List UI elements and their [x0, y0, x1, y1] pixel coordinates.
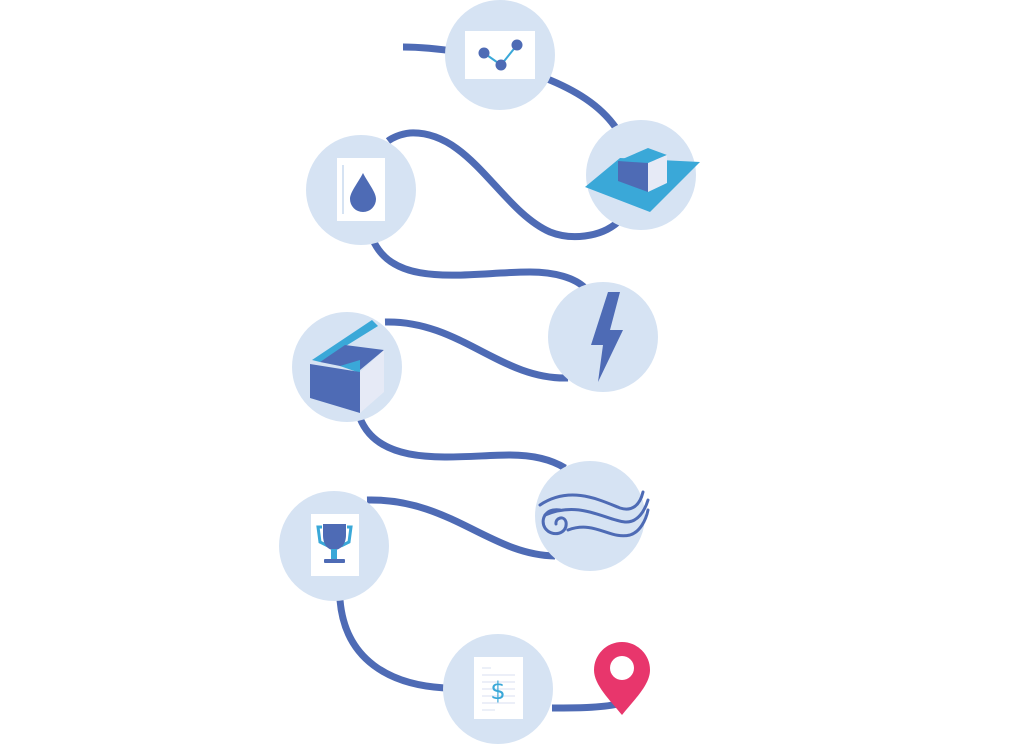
step-wind: [535, 461, 650, 571]
step-open-box: [292, 312, 402, 422]
winding-path: [336, 43, 621, 712]
path-segment: [551, 700, 619, 712]
dollar-glyph: $: [490, 677, 505, 705]
open-box-icon: [310, 320, 384, 413]
location-pin-icon: [594, 642, 650, 715]
path-segment: [356, 416, 567, 472]
path-segment: [369, 238, 588, 291]
step-circle: [535, 461, 645, 571]
path-segment: [384, 318, 569, 382]
box-on-platform-icon: [585, 148, 700, 212]
lightning-icon: [591, 292, 623, 382]
wind-icon: [538, 490, 650, 538]
step-trophy: [279, 491, 389, 601]
water-drop-icon: [337, 158, 385, 221]
path-segment: [543, 74, 619, 131]
invoice-icon: $: [474, 657, 523, 719]
step-box-platform: [585, 120, 700, 230]
step-lightning: [548, 282, 658, 392]
chart-icon: [465, 31, 535, 79]
step-chart: [445, 0, 555, 110]
path-segment: [366, 496, 556, 560]
path-segment: [385, 129, 621, 241]
step-invoice: $: [443, 634, 553, 744]
path-segment: [336, 599, 446, 692]
trophy-icon: [311, 514, 359, 576]
step-water-drop: [306, 135, 416, 245]
